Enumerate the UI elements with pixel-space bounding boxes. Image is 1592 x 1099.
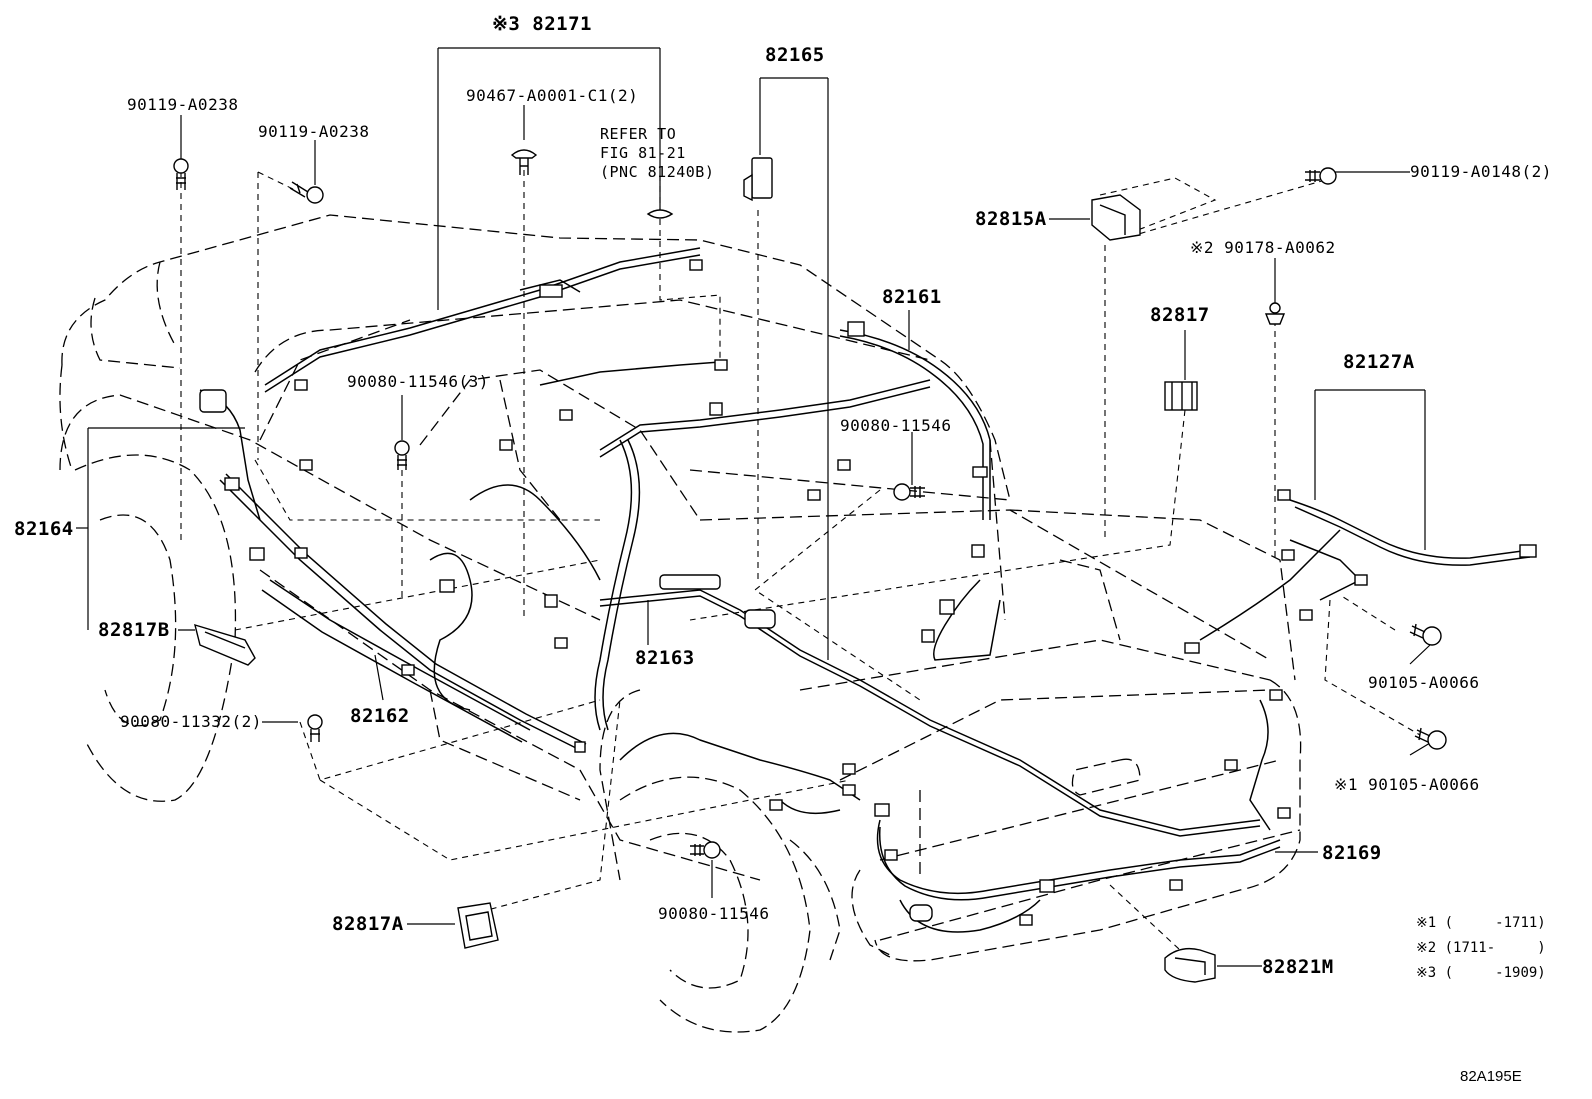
- refer-line-2: FIG 81-21: [600, 144, 686, 162]
- vehicle-outline: [59, 214, 1302, 1033]
- bolt-90105-a0066-upper: [1409, 623, 1442, 646]
- bolt-90080-11546-right: [893, 483, 925, 501]
- fasteners: [173, 149, 1447, 983]
- label-90105-a0066-lower: ※1 90105-A0066: [1334, 775, 1480, 794]
- refer-line-1: REFER TO: [600, 125, 677, 143]
- label-82165: 82165: [765, 44, 825, 66]
- nut-90178: [1264, 302, 1286, 325]
- bolt-90105-a0066-lower: [1414, 727, 1447, 750]
- label-82163: 82163: [635, 647, 695, 669]
- label-82815a: 82815A: [975, 208, 1047, 230]
- label-90080-11546-3: 90080-11546(3): [347, 372, 489, 391]
- bolt-90119-a0238-right: [289, 181, 324, 204]
- grommet: [646, 209, 674, 219]
- note-1: ※1 ( -1711): [1416, 915, 1546, 931]
- label-90080-11332: 90080-11332(2): [120, 712, 262, 731]
- bolt-90080-11546-3: [394, 440, 410, 470]
- figure-code: 82A195E: [1460, 1068, 1522, 1085]
- label-82817a: 82817A: [332, 913, 404, 935]
- label-90178-a0062: ※2 90178-A0062: [1190, 238, 1336, 257]
- refer-note: REFER TO FIG 81-21 (PNC 81240B): [600, 125, 714, 182]
- bolt-90080-11546-bottom: [690, 841, 721, 859]
- label-90119-a0238-left: 90119-A0238: [127, 95, 239, 114]
- label-82169: 82169: [1322, 842, 1382, 864]
- label-82817b: 82817B: [98, 619, 170, 641]
- bracket-82817b: [194, 623, 256, 666]
- leader-lines: [180, 160, 1421, 951]
- note-3: ※3 ( -1909): [1416, 965, 1546, 981]
- label-82171: ※3 82171: [492, 13, 592, 35]
- label-90105-a0066-upper: 90105-A0066: [1368, 673, 1480, 692]
- label-90467-a0001-c1: 90467-A0001-C1(2): [466, 86, 639, 105]
- label-90119-a0148: 90119-A0148(2): [1410, 162, 1552, 181]
- label-82127a: 82127A: [1343, 351, 1415, 373]
- label-82821m: 82821M: [1262, 956, 1334, 978]
- junction-block-82817: [1164, 381, 1198, 411]
- module-82165: [743, 157, 773, 202]
- label-90080-11546-bottom: 90080-11546: [658, 904, 770, 923]
- socket-82821m: [1164, 947, 1216, 983]
- label-82817: 82817: [1150, 304, 1210, 326]
- bolt-90119-a0238-left: [173, 158, 189, 190]
- label-90080-11546-right: 90080-11546: [840, 416, 952, 435]
- bolt-90080-11332: [307, 714, 323, 742]
- relay-block-82815a: [1091, 194, 1141, 241]
- bolt-90119-a0148: [1305, 167, 1337, 185]
- note-2: ※2 (1711- ): [1416, 940, 1546, 956]
- label-82164: 82164: [14, 518, 74, 540]
- label-82161: 82161: [882, 286, 942, 308]
- clip-90467: [510, 149, 538, 175]
- refer-line-3: (PNC 81240B): [600, 163, 715, 181]
- connectors: [199, 259, 1537, 926]
- bracket-82817a: [457, 902, 499, 949]
- label-82162: 82162: [350, 705, 410, 727]
- label-90119-a0238-right: 90119-A0238: [258, 122, 370, 141]
